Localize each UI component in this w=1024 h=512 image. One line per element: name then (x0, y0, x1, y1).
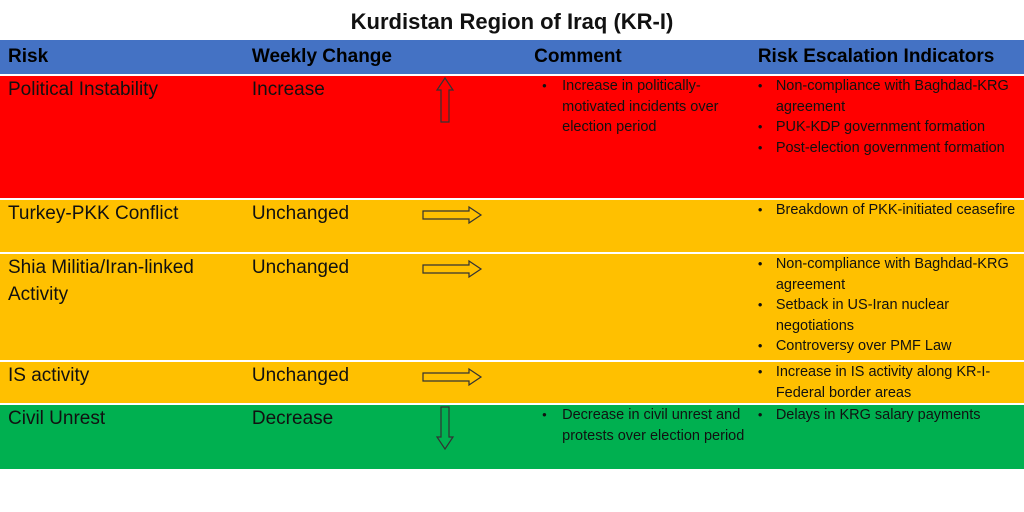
weekly-change: Increase (243, 75, 396, 200)
weekly-change: Decrease (243, 404, 396, 471)
comment-cell: Decrease in civil unrest and protests ov… (534, 404, 750, 471)
indicator-item: Controversy over PMF Law (758, 336, 1024, 357)
indicator-item: PUK-KDP government formation (758, 117, 1024, 138)
weekly-change: Unchanged (243, 199, 396, 254)
indicators-cell: Non-compliance with Baghdad-KRG agreemen… (749, 75, 1024, 200)
risk-name: Turkey-PKK Conflict (0, 199, 244, 254)
comment-cell (534, 361, 750, 405)
header-comment: Comment (534, 40, 750, 76)
indicators-cell: Breakdown of PKK-initiated ceasefire (749, 199, 1024, 254)
table-row: Civil Unrest Decrease Decrease in civil … (0, 404, 1024, 471)
comment-cell (534, 199, 750, 254)
header-weekly-change: Weekly Change (243, 40, 535, 76)
indicators-cell: Non-compliance with Baghdad-KRG agreemen… (749, 253, 1024, 362)
table-header-row: Risk Weekly Change Comment Risk Escalati… (0, 40, 1024, 76)
indicator-item: Increase in IS activity along KR-I-Feder… (758, 362, 1024, 403)
page-title: Kurdistan Region of Iraq (KR-I) (350, 9, 674, 34)
indicator-item: Breakdown of PKK-initiated ceasefire (758, 200, 1024, 221)
indicator-item: Delays in KRG salary payments (758, 405, 1024, 426)
indicator-item: Setback in US-Iran nuclear negotiations (758, 295, 1024, 336)
header-indicators: Risk Escalation Indicators (749, 40, 1024, 76)
header-risk: Risk (0, 40, 244, 76)
table-row: Political Instability Increase Increase … (0, 75, 1024, 200)
right-arrow-icon (422, 205, 483, 225)
comment-item: Increase in politically-motivated incide… (542, 76, 750, 138)
up-arrow-icon (435, 76, 455, 123)
table-row: Shia Militia/Iran-linked Activity Unchan… (0, 253, 1024, 362)
indicator-item: Non-compliance with Baghdad-KRG agreemen… (758, 76, 1024, 117)
risk-name: Shia Militia/Iran-linked Activity (0, 253, 244, 362)
comment-cell (534, 253, 750, 362)
comment-cell: Increase in politically-motivated incide… (534, 75, 750, 200)
risk-name: IS activity (0, 361, 244, 405)
indicators-cell: Delays in KRG salary payments (749, 404, 1024, 471)
table-row: Turkey-PKK Conflict Unchanged Breakdown … (0, 199, 1024, 254)
right-arrow-icon (422, 367, 483, 387)
indicator-item: Post-election government formation (758, 138, 1024, 159)
comment-item: Decrease in civil unrest and protests ov… (542, 405, 750, 446)
indicators-cell: Increase in IS activity along KR-I-Feder… (749, 361, 1024, 405)
risk-name: Civil Unrest (0, 404, 244, 471)
table-row: IS activity Unchanged Increase in IS act… (0, 361, 1024, 405)
risk-name: Political Instability (0, 75, 244, 200)
weekly-change: Unchanged (243, 253, 396, 362)
down-arrow-icon (435, 406, 455, 451)
weekly-change: Unchanged (243, 361, 396, 405)
risk-table: Risk Weekly Change Comment Risk Escalati… (0, 40, 1024, 471)
indicator-item: Non-compliance with Baghdad-KRG agreemen… (758, 254, 1024, 295)
right-arrow-icon (422, 259, 483, 279)
